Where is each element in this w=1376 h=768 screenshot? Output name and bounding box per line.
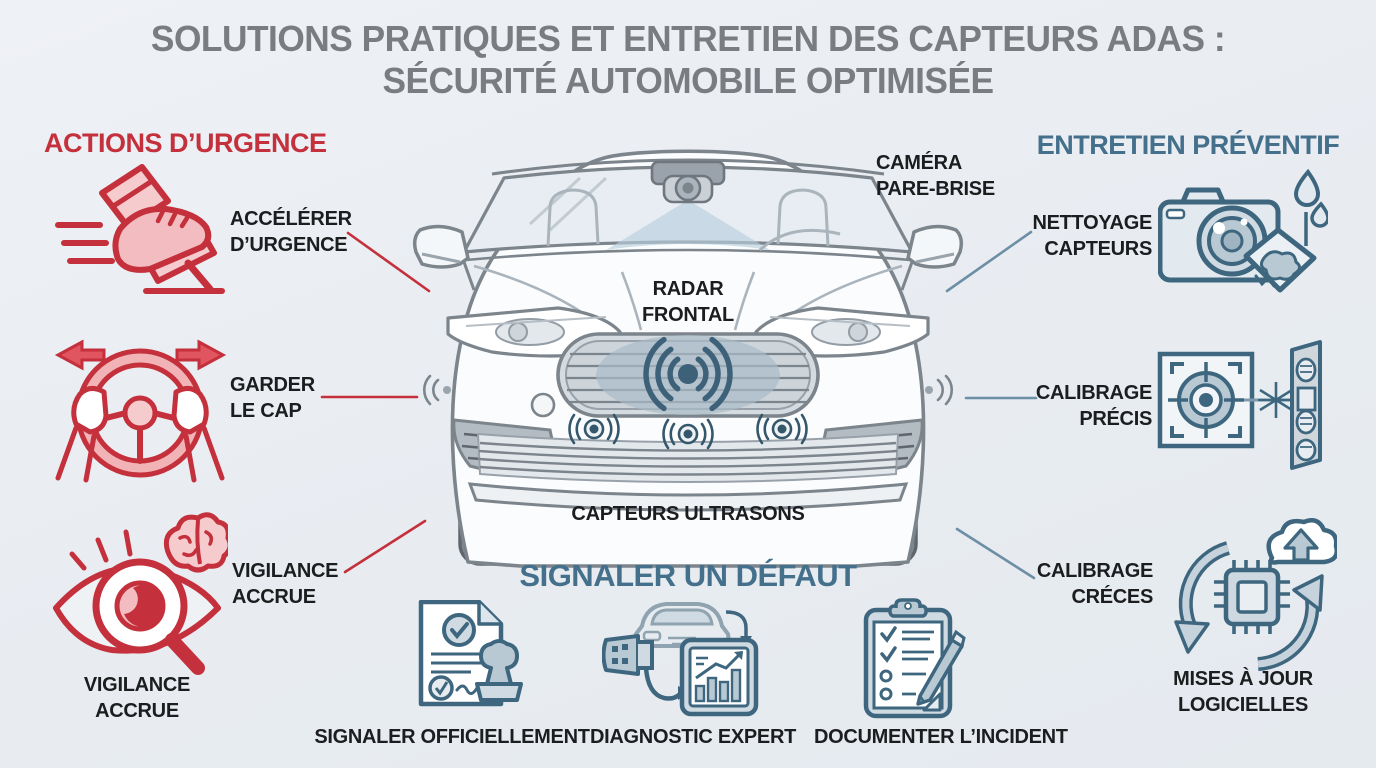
right-section-header: ENTRETIEN PRÉVENTIF bbox=[1036, 130, 1340, 160]
caption-documenter-incident: DOCUMENTER L’INCIDENT bbox=[814, 726, 1068, 748]
caption-mises-a-jour: MISES À JOUR LOGICIELLES bbox=[1173, 668, 1313, 716]
label-nettoyage: NETTOYAGE CAPTEURS bbox=[1032, 212, 1152, 260]
label-camera-pare-brise: CAMÉRA PARE-BRISE bbox=[876, 152, 995, 200]
obd-diagnostic-tablet-icon bbox=[602, 602, 759, 717]
incident-clipboard-pen-icon bbox=[863, 598, 966, 719]
official-report-stamp-icon bbox=[418, 600, 523, 707]
windshield-camera-icon bbox=[650, 160, 726, 204]
label-capteurs-ultrasons: CAPTEURS ULTRASONS bbox=[571, 503, 805, 525]
steering-wheel-hands-icon bbox=[54, 339, 227, 483]
software-update-chip-cloud-icon bbox=[1174, 518, 1337, 671]
caption-signaler-officiellement: SIGNALER OFFICIELLEMENT bbox=[314, 726, 590, 748]
label-radar-frontal: RADAR FRONTAL bbox=[642, 278, 734, 326]
label-calibrage-creces: CALIBRAGE CRÉCES bbox=[1036, 560, 1153, 608]
car-illustration bbox=[412, 149, 964, 568]
label-vigilance: VIGILANCE ACCRUE bbox=[232, 560, 339, 608]
label-calibrage-precis: CALIBRAGE PRÉCIS bbox=[1035, 382, 1152, 430]
caption-diagnostic-expert: DIAGNOSTIC EXPERT bbox=[590, 726, 797, 748]
bottom-section-header: SIGNALER UN DÉFAUT bbox=[519, 558, 857, 593]
brake-pedal-icon bbox=[55, 164, 225, 294]
calibration-target-icon bbox=[1157, 340, 1322, 470]
page-title: SOLUTIONS PRATIQUES ET ENTRETIEN DES CAP… bbox=[150, 18, 1226, 101]
left-section-header: ACTIONS D’URGENCE bbox=[44, 128, 327, 158]
sensor-cleaning-camera-icon bbox=[1158, 168, 1328, 293]
label-garder: GARDER LE CAP bbox=[230, 374, 315, 422]
caption-vigilance: VIGILANCE ACCRUE bbox=[83, 674, 191, 722]
front-radar-icon bbox=[643, 336, 733, 412]
vigilance-eye-magnifier-brain-icon bbox=[53, 512, 228, 675]
label-accelerer: ACCÉLÉRER D’URGENCE bbox=[230, 208, 352, 256]
